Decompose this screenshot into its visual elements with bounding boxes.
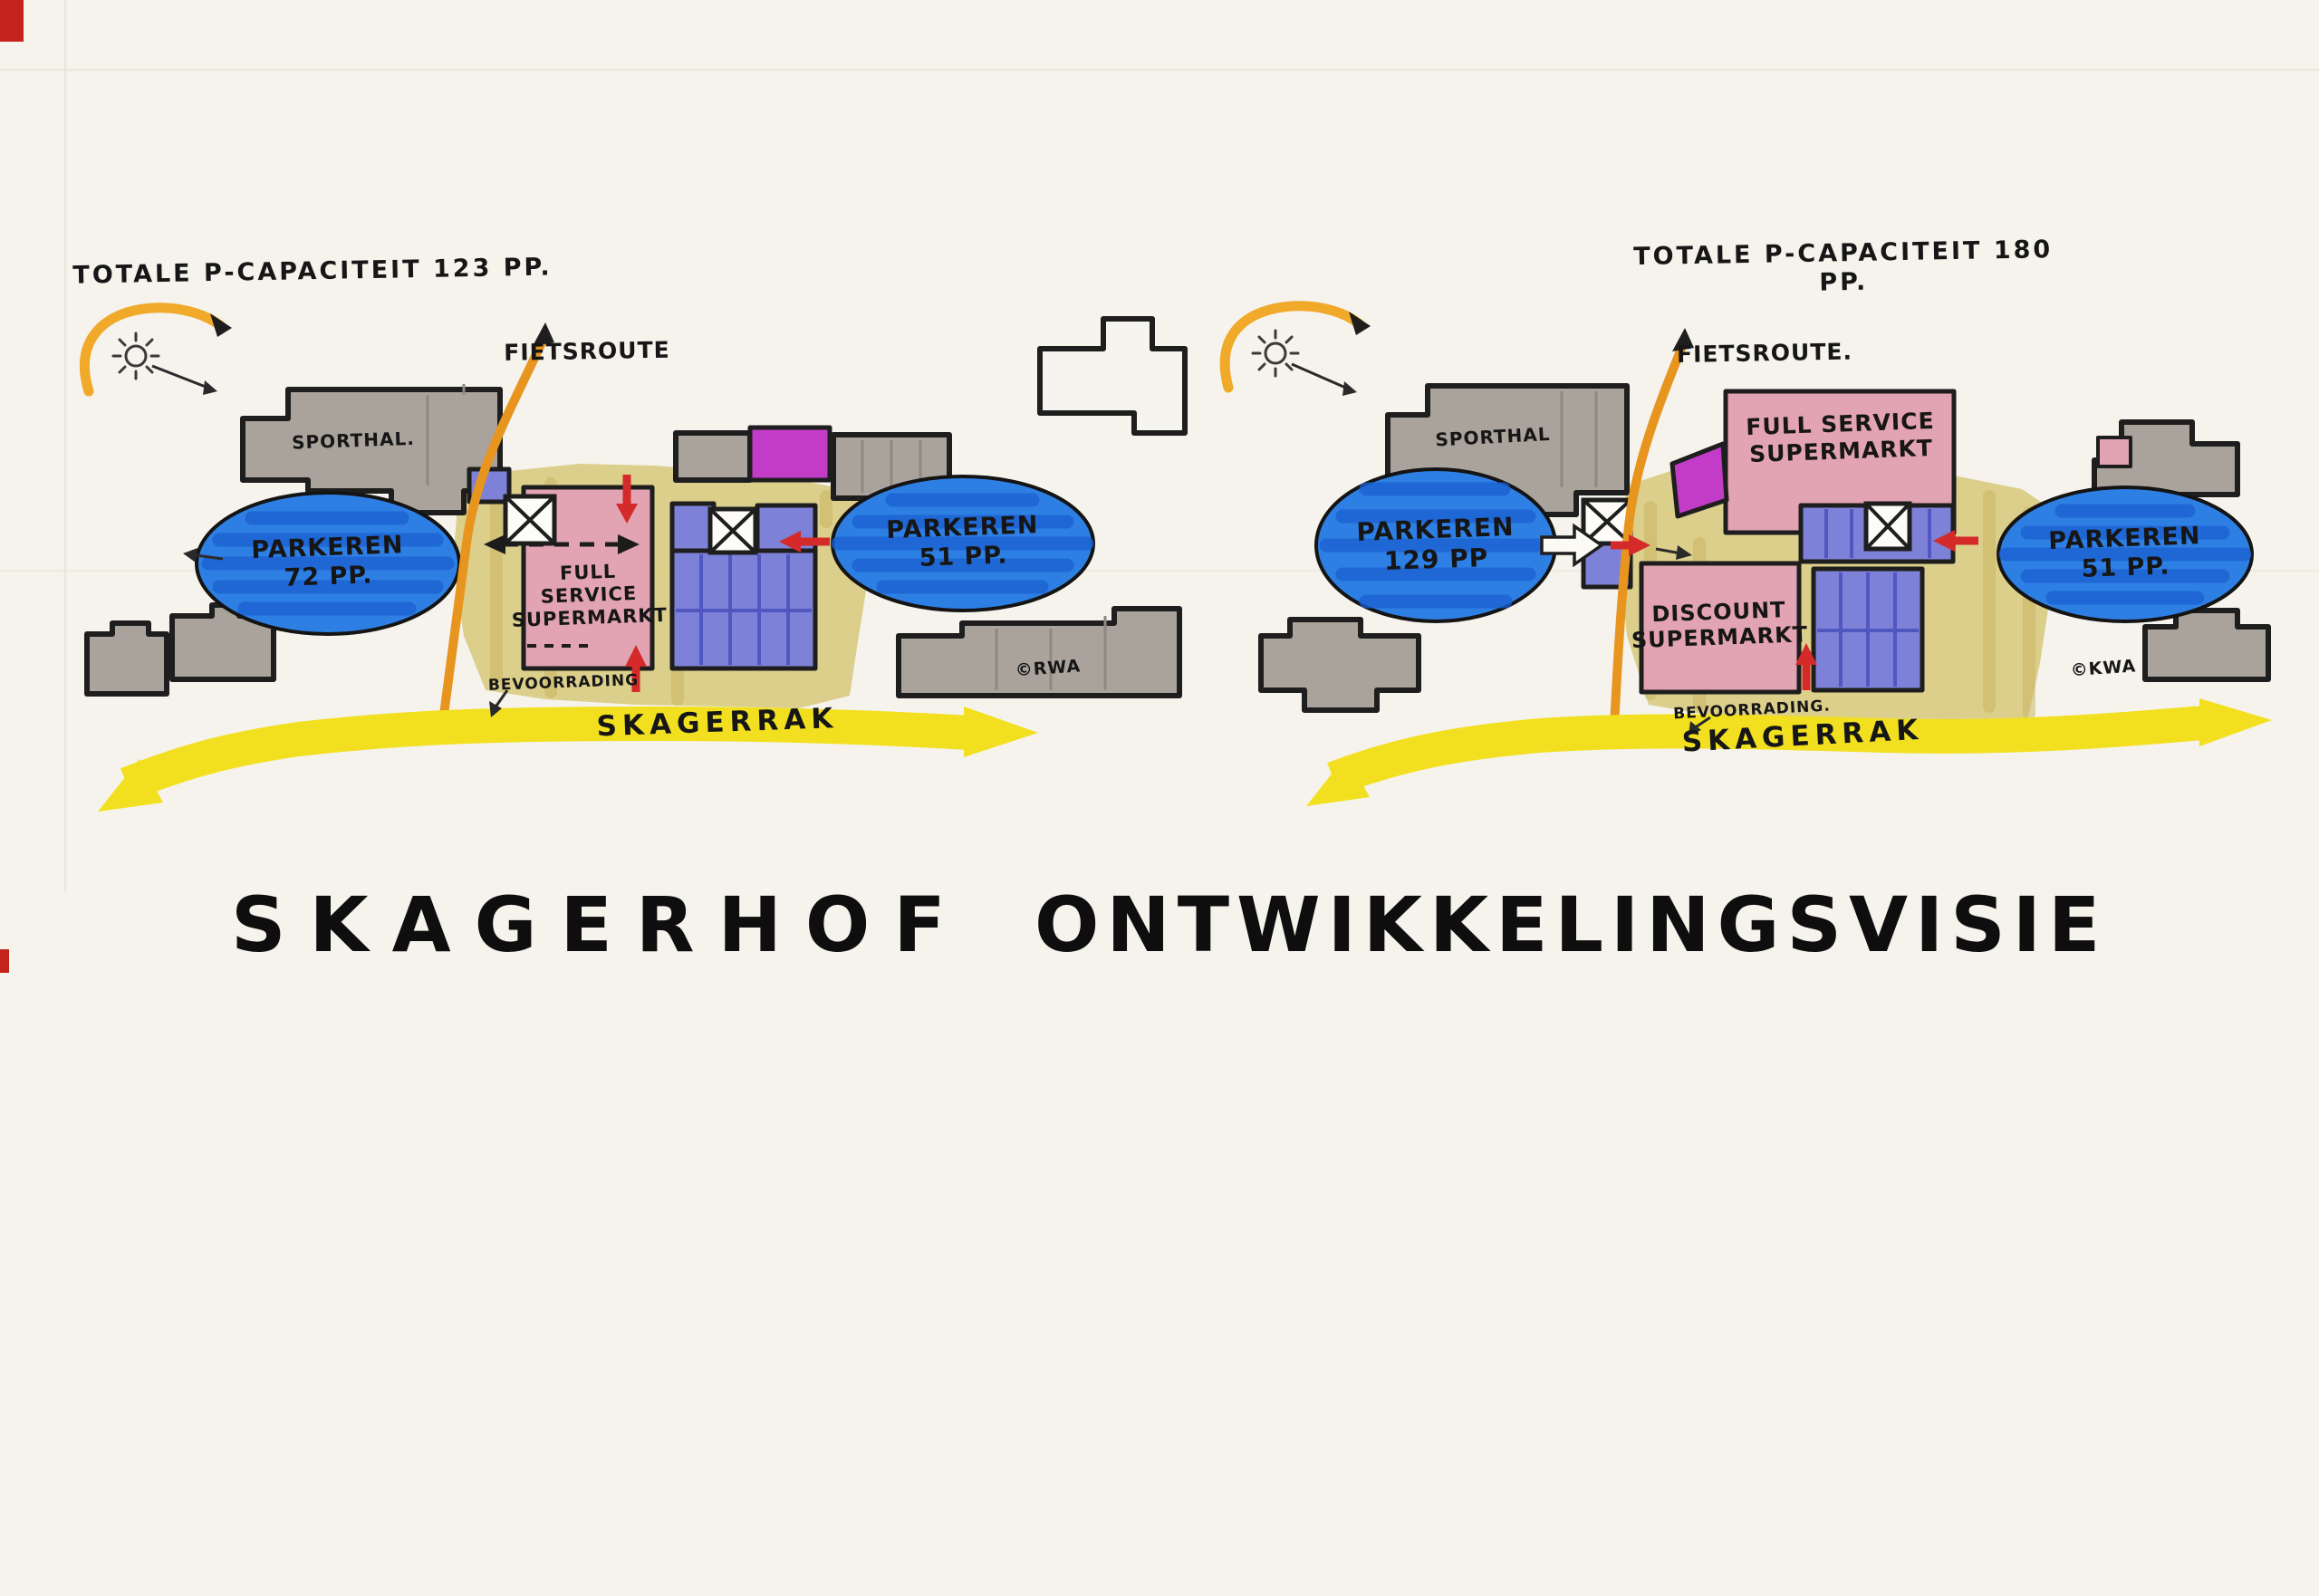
- supermarket-label-left: FULL SERVICE SUPERMARKT: [511, 560, 669, 631]
- road-arrowhead-southwest: [98, 759, 163, 812]
- shop-block-upper-left: [669, 501, 717, 553]
- road-arrowhead-east: [964, 707, 1038, 757]
- sporthal-label-left: SPORTHAL.: [291, 427, 416, 454]
- discount-supermarkt: [1639, 561, 1802, 695]
- red-arrow-entry-east: [779, 531, 801, 553]
- accent-building-magenta: [747, 425, 832, 483]
- road-skagerrak-right: [1306, 698, 2272, 806]
- gray-buildings-left: [84, 316, 1188, 698]
- route-arrowhead-up: [1672, 328, 1694, 351]
- left-plan: [80, 303, 1188, 812]
- fietsroute-label-right: FIETSROUTE.: [1676, 338, 1853, 368]
- delivery-pointer: [489, 701, 502, 717]
- red-arrow-entry-west: [1629, 534, 1650, 556]
- orientation-arrowhead: [1349, 312, 1371, 335]
- housing-block-southwest: [1258, 617, 1421, 713]
- parking-west-label-right: PARKEREN 129 PP: [1355, 511, 1516, 576]
- sun-icon: [1219, 301, 1371, 396]
- road-arrowhead-southwest: [1306, 755, 1370, 806]
- parking-east-label-right: PARKEREN 51 PP.: [2047, 522, 2202, 583]
- fietsroute-label-left: FIETSROUTE: [504, 336, 670, 366]
- red-arrow-entry-east: [1933, 530, 1955, 552]
- housing-block-southeast: [896, 606, 1182, 698]
- entry-pointer: [1676, 545, 1692, 560]
- exit-arrowhead-west: [183, 548, 197, 562]
- parking-areas-right: [1314, 467, 2254, 623]
- parking-west-label-left: PARKEREN 72 PP.: [250, 531, 405, 592]
- red-arrow-entry-top: [616, 504, 638, 524]
- red-arrow-delivery: [1795, 643, 1817, 665]
- white-arrow-parking-exit: [1540, 523, 1605, 568]
- road-skagerrak-left: [98, 706, 1038, 812]
- parking-areas-left: [195, 475, 1095, 636]
- housing-block-west-1: [84, 620, 169, 697]
- supermarket-full-label: FULL SERVICE SUPERMARKT: [1745, 407, 1936, 467]
- red-arrow-delivery: [625, 645, 647, 667]
- colored-buildings-left: [467, 425, 832, 671]
- road-arrowhead-east: [2199, 698, 2272, 746]
- orientation-arrowhead: [210, 313, 232, 337]
- building-outline-northeast: [1037, 316, 1188, 436]
- parking-east-label-left: PARKEREN 51 PP.: [885, 511, 1040, 572]
- supermarket-discount-label: DISCOUNT SUPERMARKT: [1631, 597, 1809, 654]
- route-arrowhead-up: [533, 322, 554, 346]
- right-plan: [1219, 301, 2272, 806]
- delivery-pointer: [1689, 721, 1701, 736]
- annotation-arrows-left: [183, 475, 830, 717]
- sporthal-building-left: [240, 387, 503, 515]
- page-title-left: SKAGERHOF: [231, 880, 969, 969]
- scan-mark-top-left: [0, 0, 24, 42]
- accent-building-magenta: [1669, 441, 1729, 519]
- dashed-arrowhead-east: [618, 534, 640, 554]
- sun-icon: [80, 303, 232, 397]
- stair-symbols-left: [503, 494, 758, 555]
- annotation-arrows-right: [1540, 523, 1978, 736]
- pink-block-small: [2096, 436, 2132, 468]
- housing-block-southeast: [2142, 608, 2271, 682]
- capacity-note-right: TOTALE P-CAPACITEIT 180 PP.: [1632, 236, 2054, 297]
- scan-mark-left-edge: [0, 949, 9, 973]
- dashed-arrowhead-west: [484, 534, 505, 554]
- building-mid-a: [673, 430, 753, 483]
- page-title-right: ONTWIKKELINGSVISIE: [1034, 880, 2108, 969]
